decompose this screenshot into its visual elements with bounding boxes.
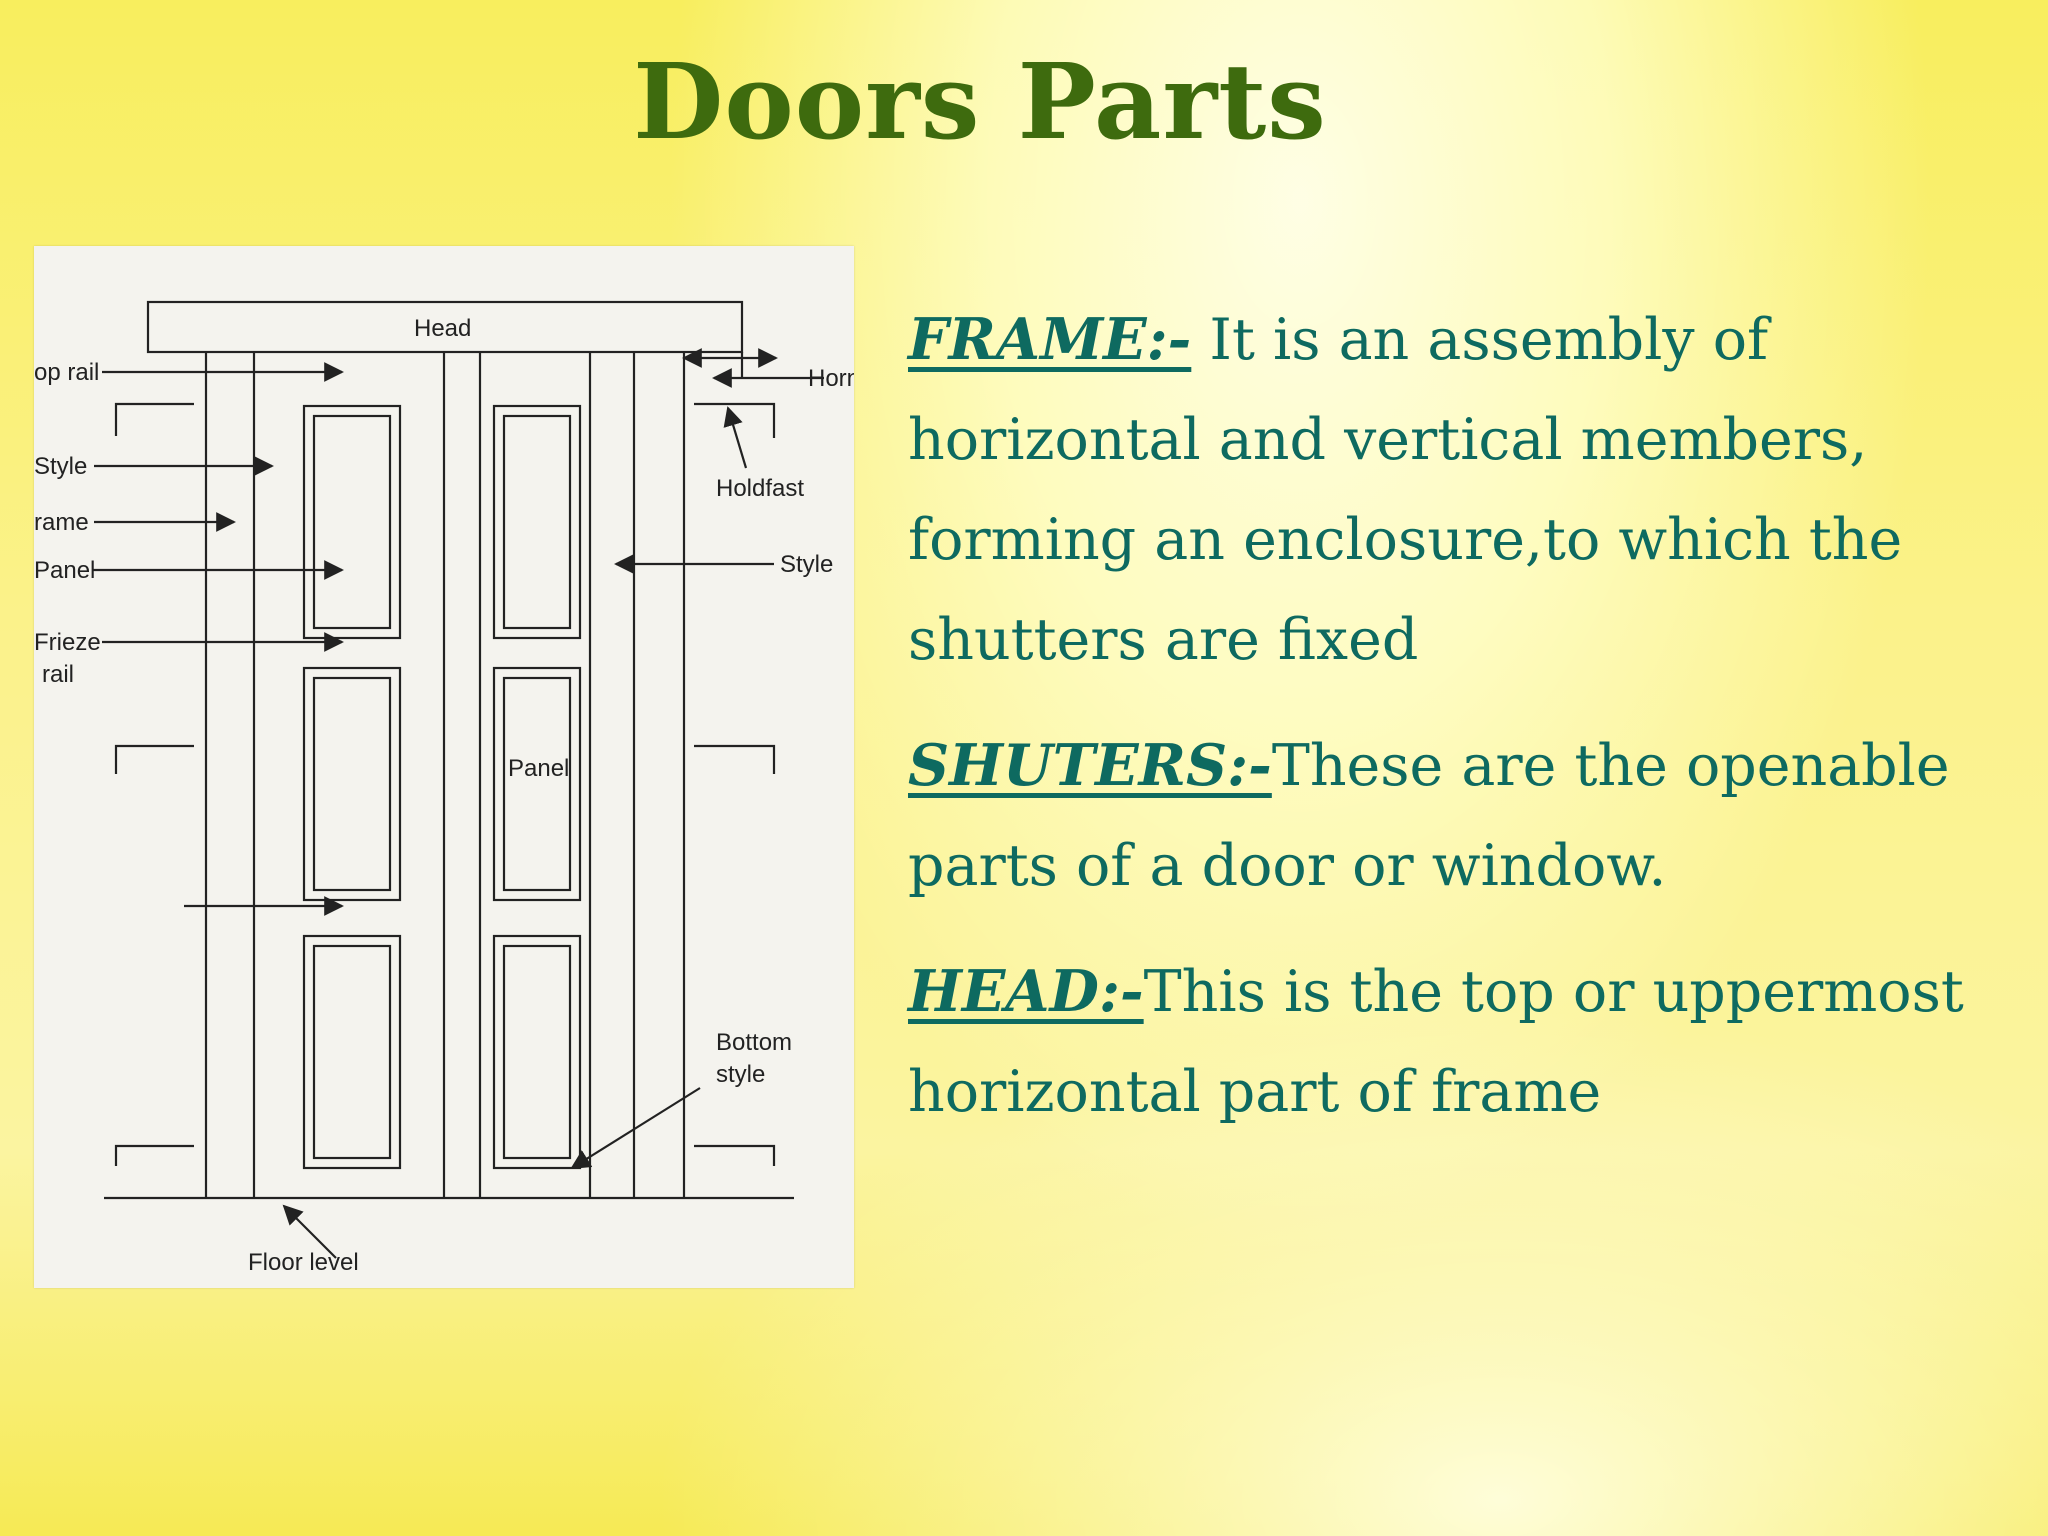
text-frame: It is an assembly of horizontal and vert… bbox=[908, 307, 1903, 673]
label-style-left: Style bbox=[34, 453, 87, 480]
label-style-right: Style bbox=[780, 551, 833, 578]
left-panel-bottom bbox=[302, 934, 402, 1170]
right-panel-middle bbox=[492, 666, 582, 902]
label-panel-center: Panel bbox=[508, 755, 569, 782]
definition-shutters: SHUTERS:-These are the openable parts of… bbox=[908, 716, 2008, 916]
label-horn: Horn bbox=[808, 365, 854, 392]
label-top-rail: op rail bbox=[34, 359, 99, 386]
label-frame: rame bbox=[34, 509, 89, 536]
slide-title: Doors Parts bbox=[633, 40, 1327, 163]
term-head: HEAD:- bbox=[908, 958, 1144, 1025]
text-shutters: These are the openable parts of a door o… bbox=[908, 733, 1950, 899]
label-floor-level: Floor level bbox=[248, 1249, 359, 1276]
term-frame: FRAME:- bbox=[908, 306, 1192, 373]
label-rail: rail bbox=[42, 661, 74, 688]
text-head: This is the top or uppermost horizontal … bbox=[908, 959, 1964, 1125]
term-shutters: SHUTERS:- bbox=[908, 732, 1272, 799]
label-bottom: Bottom bbox=[716, 1029, 792, 1056]
definition-head: HEAD:-This is the top or uppermost horiz… bbox=[908, 942, 2008, 1142]
right-panel-bottom bbox=[492, 934, 582, 1170]
label-panel-left: Panel bbox=[34, 557, 95, 584]
label-head: Head bbox=[414, 315, 471, 342]
door-parts-diagram: Head op rail Horn Holdfast Style rame Pa… bbox=[34, 246, 854, 1288]
label-holdfast: Holdfast bbox=[716, 475, 804, 502]
label-frieze: Frieze bbox=[34, 629, 101, 656]
left-panel-middle bbox=[302, 666, 402, 902]
definition-frame: FRAME:- It is an assembly of horizontal … bbox=[908, 290, 2008, 690]
right-panel-top bbox=[492, 404, 582, 640]
definitions-list: FRAME:- It is an assembly of horizontal … bbox=[908, 290, 2008, 1168]
door-diagram-svg: Head op rail Horn Holdfast Style rame Pa… bbox=[34, 300, 854, 1276]
label-bottom-style: style bbox=[716, 1061, 765, 1088]
left-panel-top bbox=[302, 404, 402, 640]
